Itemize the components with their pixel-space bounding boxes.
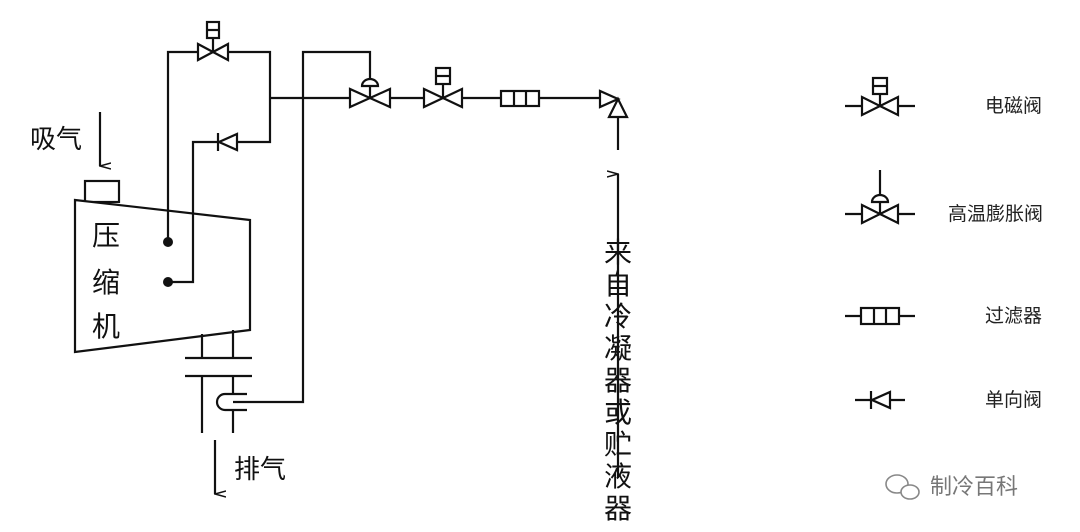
compressor-label-3: 机 bbox=[92, 310, 120, 343]
legend-label: 过滤器 bbox=[985, 305, 1042, 327]
inlet-label: 来 自 冷 凝 器 或 贮 液 器 bbox=[604, 236, 632, 525]
legend: 电磁阀 高温膨胀阀 过滤器 单向阀 bbox=[845, 76, 1043, 411]
port-dot bbox=[163, 277, 173, 287]
inlet-char: 自 bbox=[604, 268, 632, 301]
legend-label: 高温膨胀阀 bbox=[948, 203, 1043, 225]
compressor: 压 缩 机 bbox=[73, 179, 252, 354]
suction-label: 吸气 bbox=[30, 125, 82, 155]
inlet-char: 来 bbox=[604, 236, 632, 269]
check-valve-icon bbox=[855, 390, 905, 410]
port-dot bbox=[163, 237, 173, 247]
inlet-char: 或 bbox=[604, 396, 632, 429]
thermostatic-expansion-valve-icon bbox=[845, 170, 915, 225]
check-valve-icon bbox=[216, 132, 239, 152]
solenoid-valve-icon bbox=[196, 20, 230, 62]
inlet-char: 贮 bbox=[604, 428, 632, 461]
solenoid-valve-icon bbox=[845, 76, 915, 117]
legend-label: 电磁阀 bbox=[985, 95, 1042, 117]
inlet-char: 器 bbox=[604, 492, 632, 525]
compressor-label-1: 压 bbox=[92, 219, 120, 252]
watermark: 制冷百科 bbox=[885, 474, 1018, 500]
distributor-icon bbox=[598, 89, 629, 150]
inlet-char: 器 bbox=[604, 364, 632, 397]
inlet-char: 冷 bbox=[604, 300, 632, 333]
expansion-valve-icon bbox=[348, 77, 392, 109]
solenoid-valve-icon bbox=[422, 66, 464, 109]
discharge-label: 排气 bbox=[234, 455, 286, 485]
inlet-char: 液 bbox=[604, 460, 632, 493]
wechat-icon bbox=[885, 474, 920, 500]
compressor-label-2: 缩 bbox=[92, 266, 120, 299]
filter-icon bbox=[845, 306, 915, 326]
filter-icon bbox=[499, 89, 541, 108]
watermark-text: 制冷百科 bbox=[930, 475, 1018, 500]
legend-label: 单向阀 bbox=[985, 389, 1042, 411]
inlet-char: 凝 bbox=[604, 332, 632, 365]
